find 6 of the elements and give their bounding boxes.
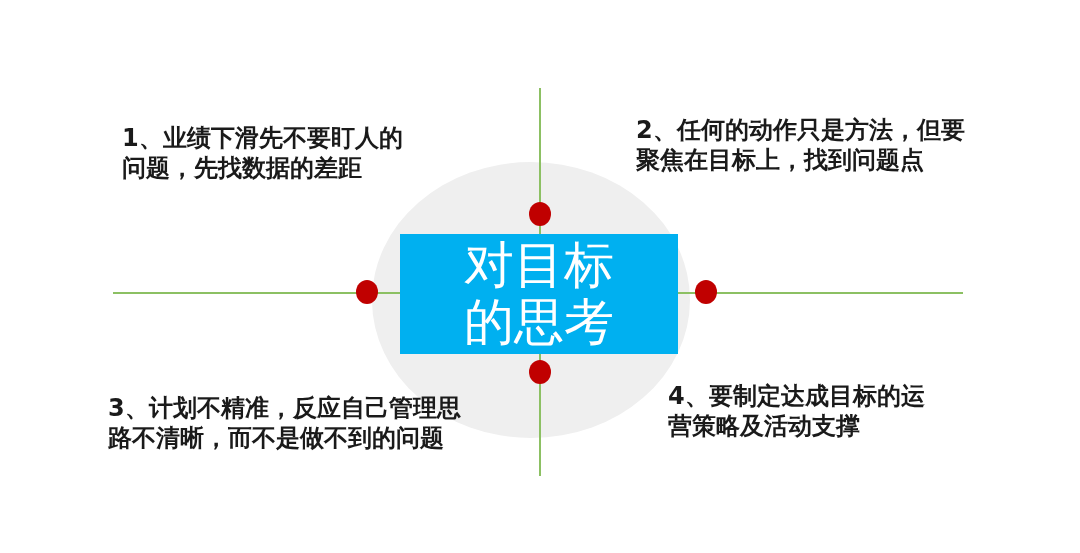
topic-box xyxy=(400,234,678,354)
quadrant-note: 2、任何的动作只是方法，但要聚焦在目标上，找到问题点 xyxy=(636,115,966,175)
quadrant-note: 1、业绩下滑先不要盯人的问题，先找数据的差距 xyxy=(122,123,404,183)
quadrant-note: 4、要制定达成目标的运营策略及活动支撑 xyxy=(668,381,926,441)
quadrant-note: 3、计划不精准，反应自己管理思路不清晰，而不是做不到的问题 xyxy=(108,393,462,453)
topic-heading: 对目标的思考 xyxy=(463,237,615,351)
